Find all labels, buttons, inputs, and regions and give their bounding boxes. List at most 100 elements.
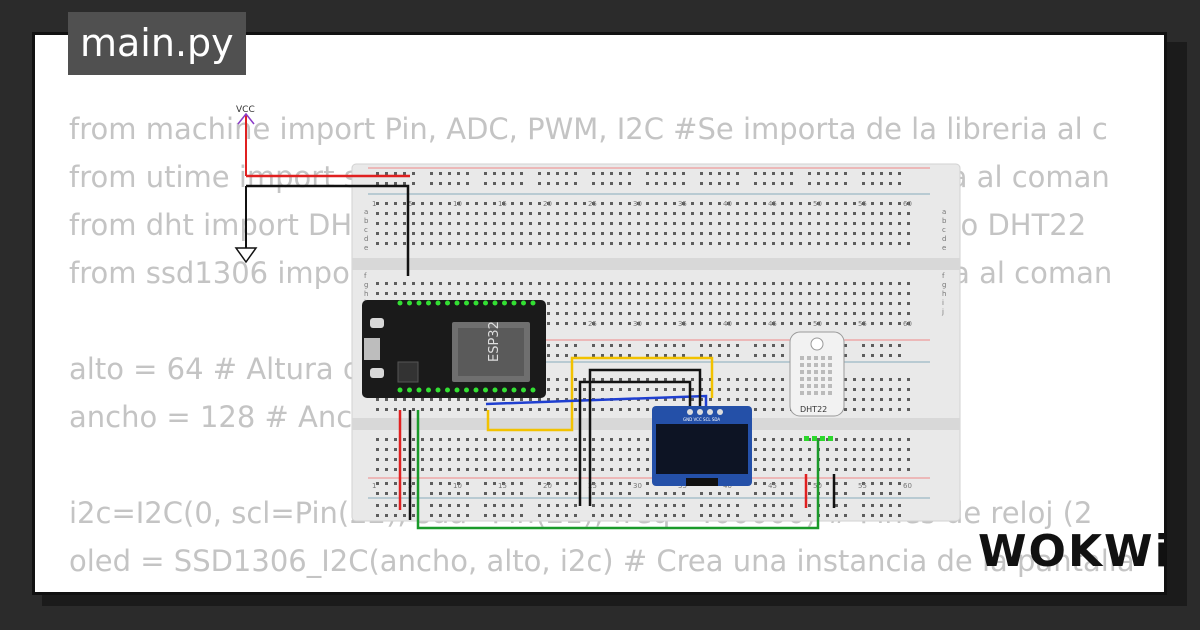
breadboard-hole [376, 172, 379, 175]
breadboard-hole [655, 212, 658, 215]
breadboard-hole [790, 438, 793, 441]
breadboard-hole [403, 202, 406, 205]
breadboard-hole [763, 448, 766, 451]
breadboard-hole [709, 398, 712, 401]
breadboard-hole [502, 398, 505, 401]
breadboard-hole [565, 282, 568, 285]
breadboard-hole [808, 172, 811, 175]
oled-pin-labels: GND VCC SCL SDA [683, 417, 720, 422]
breadboard-hole [718, 202, 721, 205]
breadboard-hole [880, 492, 883, 495]
breadboard-hole [790, 302, 793, 305]
breadboard-hole [862, 182, 865, 185]
breadboard-hole [691, 302, 694, 305]
breadboard-hole [844, 468, 847, 471]
breadboard-hole [835, 468, 838, 471]
breadboard-hole [439, 398, 442, 401]
breadboard-hole [475, 202, 478, 205]
breadboard-hole [682, 398, 685, 401]
breadboard-hole [646, 202, 649, 205]
breadboard-hole [871, 212, 874, 215]
breadboard-hole [583, 212, 586, 215]
breadboard-hole [781, 438, 784, 441]
dht22-sensor[interactable]: DHT22 [789, 331, 845, 441]
breadboard-hole [538, 172, 541, 175]
breadboard-hole [664, 492, 667, 495]
breadboard-hole [673, 492, 676, 495]
file-tab[interactable]: main.py [68, 12, 246, 75]
breadboard-hole [898, 302, 901, 305]
breadboard-hole [529, 222, 532, 225]
breadboard-hole [556, 212, 559, 215]
breadboard-hole [691, 242, 694, 245]
breadboard-hole [907, 292, 910, 295]
breadboard-hole [421, 222, 424, 225]
breadboard-hole [844, 222, 847, 225]
breadboard-hole [565, 408, 568, 411]
breadboard-hole [844, 232, 847, 235]
breadboard-hole [736, 292, 739, 295]
esp32-board[interactable]: ESP32 [362, 300, 546, 398]
column-label: 55 [858, 200, 867, 208]
breadboard-hole [682, 202, 685, 205]
breadboard-hole [844, 212, 847, 215]
breadboard-hole [547, 302, 550, 305]
breadboard-hole [412, 468, 415, 471]
breadboard-hole [583, 448, 586, 451]
breadboard-hole [565, 504, 568, 507]
breadboard-hole [619, 448, 622, 451]
grille-slot [828, 356, 832, 360]
breadboard-hole [664, 344, 667, 347]
breadboard-hole [772, 398, 775, 401]
breadboard-hole [727, 222, 730, 225]
breadboard-hole [421, 438, 424, 441]
grille-slot [800, 391, 804, 395]
breadboard-hole [772, 458, 775, 461]
breadboard-hole [709, 302, 712, 305]
breadboard-hole [826, 212, 829, 215]
breadboard-hole [556, 232, 559, 235]
breadboard-hole [754, 492, 757, 495]
breadboard-hole [601, 172, 604, 175]
breadboard-hole [610, 378, 613, 381]
breadboard-hole [601, 408, 604, 411]
breadboard-hole [655, 388, 658, 391]
breadboard-hole [484, 222, 487, 225]
breadboard-hole [646, 182, 649, 185]
oled-display[interactable]: GND VCC SCL SDA [652, 406, 752, 486]
breadboard-hole [484, 504, 487, 507]
breadboard-hole [466, 232, 469, 235]
breadboard-hole [835, 514, 838, 517]
breadboard-hole [862, 354, 865, 357]
breadboard-hole [871, 398, 874, 401]
breadboard-hole [682, 242, 685, 245]
breadboard-hole [412, 448, 415, 451]
breadboard-hole [700, 242, 703, 245]
breadboard-hole [628, 242, 631, 245]
breadboard-hole [484, 282, 487, 285]
breadboard-hole [502, 468, 505, 471]
breadboard-hole [673, 388, 676, 391]
breadboard-hole [520, 492, 523, 495]
breadboard-hole [709, 344, 712, 347]
breadboard-hole [520, 448, 523, 451]
breadboard-hole [646, 242, 649, 245]
breadboard-hole [511, 482, 514, 485]
breadboard-hole [556, 514, 559, 517]
breadboard-hole [448, 202, 451, 205]
breadboard-hole [655, 302, 658, 305]
breadboard-hole [520, 182, 523, 185]
breadboard-hole [673, 378, 676, 381]
breadboard-hole [376, 492, 379, 495]
breadboard-hole [844, 302, 847, 305]
breadboard-hole [754, 354, 757, 357]
breadboard-hole [691, 222, 694, 225]
breadboard-hole [889, 438, 892, 441]
breadboard-hole [394, 212, 397, 215]
breadboard-hole [889, 212, 892, 215]
breadboard-hole [565, 322, 568, 325]
breadboard-hole [808, 514, 811, 517]
breadboard-hole [871, 202, 874, 205]
breadboard-hole [403, 438, 406, 441]
